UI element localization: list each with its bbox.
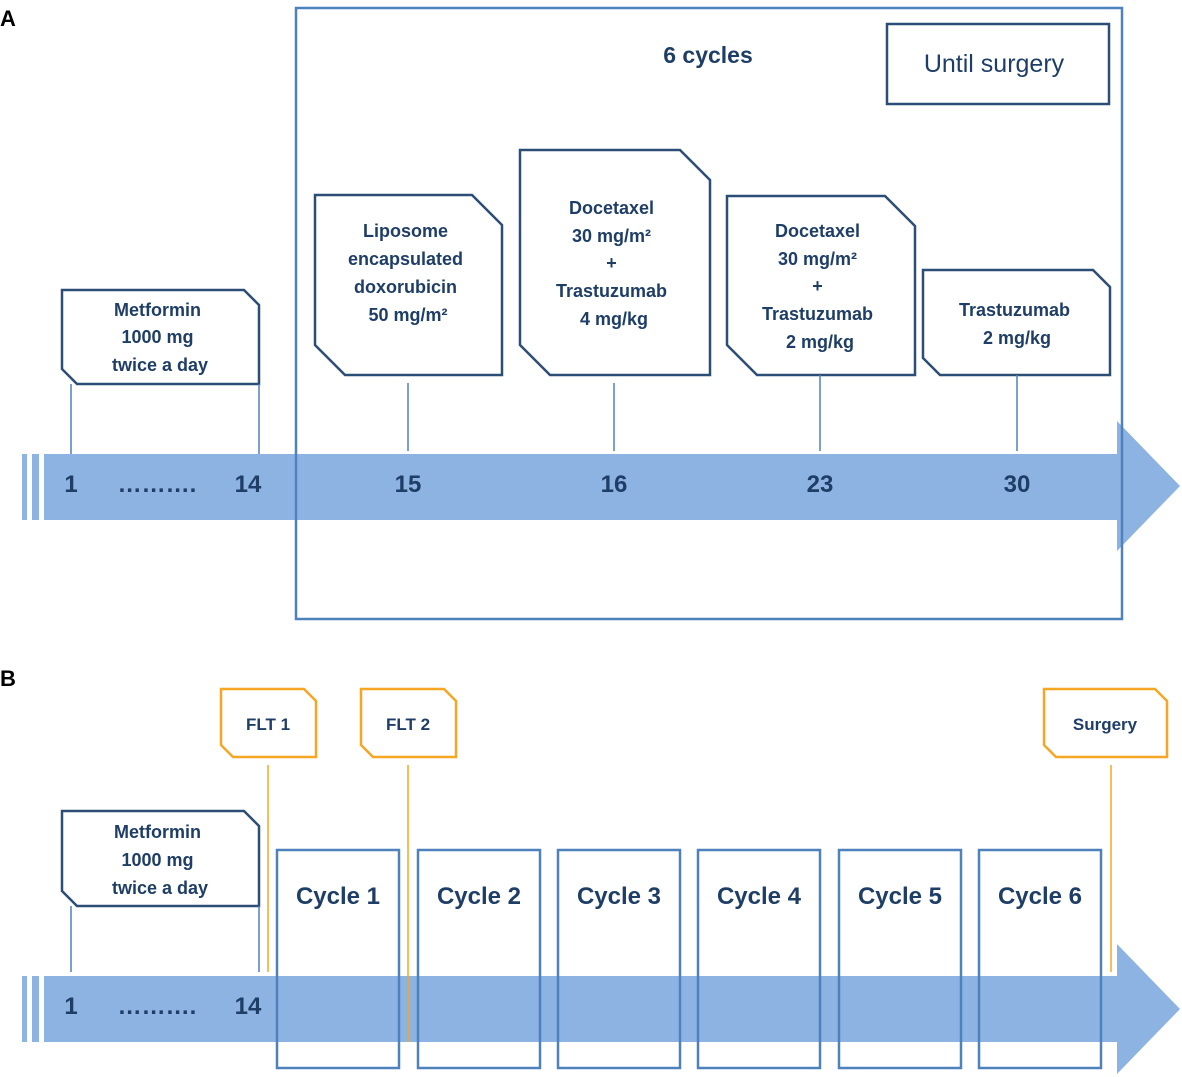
flt2-marker: FLT 2 [359, 687, 458, 759]
docetaxel-4mg-text: Docetaxel 30 mg/m² + Trastuzumab 4 mg/kg [556, 198, 672, 329]
flt1-label: FLT 1 [246, 715, 290, 734]
arrow-tail-stripe [22, 976, 27, 1042]
day-label-14: 14 [235, 471, 262, 498]
flt1-marker: FLT 1 [219, 687, 318, 759]
metformin-text: Metformin 1000 mg twice a day [112, 300, 208, 375]
arrow-body [44, 944, 1180, 1074]
trastuzumab-box-shape [921, 268, 1112, 377]
arrow-body [44, 421, 1180, 551]
trastuzumab-text: Trastuzumab 2 mg/kg [959, 300, 1075, 348]
cycle-box-4: Cycle 4 [696, 848, 822, 1070]
day-label-15: 15 [395, 471, 422, 498]
cycle-box-frame [416, 848, 542, 1070]
timeline-arrow-b [22, 944, 1180, 1074]
six-cycles-frame [294, 6, 1124, 621]
flt2-label: FLT 2 [386, 715, 430, 734]
day-label-16: 16 [601, 471, 628, 498]
day-label-dots: ………. [118, 471, 197, 498]
cycle-box-3: Cycle 3 [556, 848, 682, 1070]
flt2-box [359, 687, 458, 759]
day-label-dots-b: ………. [118, 993, 197, 1020]
arrow-tail-stripe [32, 454, 39, 520]
six-cycles-label: 6 cycles [663, 42, 753, 68]
day-label-1: 1 [64, 471, 77, 498]
surgery-box [1042, 687, 1169, 759]
arrow-tail-stripe [22, 454, 27, 520]
cycle-box-frame [837, 848, 963, 1070]
day-label-14-b: 14 [235, 993, 262, 1020]
cycle-box-frame [696, 848, 822, 1070]
metformin-text: Metformin 1000 mg twice a day [112, 822, 208, 898]
cycle-label: Cycle 3 [577, 883, 661, 910]
cycle-label: Cycle 2 [437, 883, 521, 910]
docetaxel-2mg-box: Docetaxel 30 mg/m² + Trastuzumab 2 mg/kg [725, 194, 917, 377]
surgery-marker: Surgery [1042, 687, 1169, 759]
cycle-box-frame [556, 848, 682, 1070]
day-label-1-b: 1 [64, 993, 77, 1020]
cycle-box-5: Cycle 5 [837, 848, 963, 1070]
docetaxel-4mg-box-shape [518, 148, 712, 377]
cycle-box-frame [275, 848, 401, 1070]
cycle-label: Cycle 5 [858, 883, 942, 910]
cycle-label: Cycle 4 [717, 883, 802, 910]
metformin-box-a: Metformin 1000 mg twice a day [60, 288, 261, 386]
metformin-box-b: Metformin 1000 mg twice a day [60, 809, 261, 908]
doxorubicin-box: Liposome encapsulated doxorubicin 50 mg/… [313, 193, 504, 377]
panel-b-label: B [0, 666, 16, 691]
cycle-box-1: Cycle 1 [275, 848, 401, 1070]
timeline-arrow-a [22, 421, 1180, 551]
flt1-box [219, 687, 318, 759]
doxorubicin-text: Liposome encapsulated doxorubicin 50 mg/… [348, 221, 468, 325]
until-surgery-label: Until surgery [924, 50, 1065, 78]
cycle-box-6: Cycle 6 [977, 848, 1103, 1070]
docetaxel-2mg-box-shape [725, 194, 917, 377]
cycle-box-frame [977, 848, 1103, 1070]
panel-a-label: A [0, 6, 16, 31]
cycle-label: Cycle 1 [296, 883, 380, 910]
cycle-box-2: Cycle 2 [416, 848, 542, 1070]
trastuzumab-box: Trastuzumab 2 mg/kg [921, 268, 1112, 377]
until-surgery-box [885, 22, 1111, 106]
docetaxel-4mg-box: Docetaxel 30 mg/m² + Trastuzumab 4 mg/kg [518, 148, 712, 377]
day-label-23: 23 [807, 471, 834, 498]
cycle-label: Cycle 6 [998, 883, 1082, 910]
arrow-tail-stripe [32, 976, 39, 1042]
doxorubicin-box-shape [313, 193, 504, 377]
day-label-30: 30 [1004, 471, 1031, 498]
surgery-label: Surgery [1073, 715, 1138, 734]
docetaxel-2mg-text: Docetaxel 30 mg/m² + Trastuzumab 2 mg/kg [762, 221, 878, 352]
